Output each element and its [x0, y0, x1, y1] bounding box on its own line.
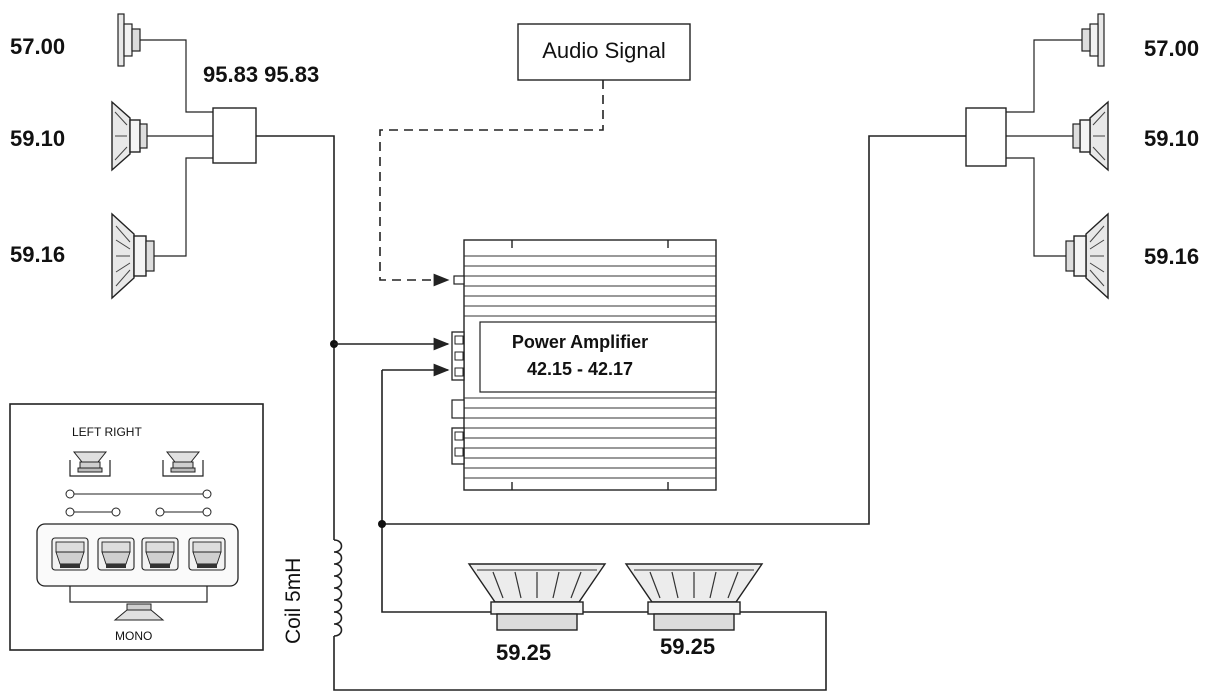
audio-signal-line	[379, 80, 604, 287]
right-midrange-speaker	[1072, 101, 1109, 171]
right-midrange-value: 59.10	[1144, 126, 1199, 151]
left-woofer	[111, 213, 155, 299]
amplifier-title: Power Amplifier	[512, 332, 648, 352]
amplifier-range: 42.15 - 42.17	[527, 359, 633, 379]
inset-mono-speaker	[113, 603, 165, 621]
right-crossover-box	[965, 107, 1007, 167]
top-pair-values: 95.83 95.83	[203, 62, 319, 87]
inset-mono-label: MONO	[115, 629, 152, 643]
subwoofer-left	[468, 563, 606, 631]
coil-label: Coil 5mH	[282, 558, 305, 644]
left-midrange-value: 59.10	[10, 126, 65, 151]
right-woofer	[1065, 213, 1109, 299]
audio-signal-box	[517, 23, 691, 81]
left-speaker-cluster	[111, 13, 335, 540]
right-speaker-cluster	[382, 13, 1109, 525]
left-woofer-value: 59.16	[10, 242, 65, 267]
right-tweeter	[1081, 13, 1105, 67]
amplifier-fuse	[451, 399, 465, 419]
amplifier-signal-input	[453, 275, 465, 285]
amplifier-heatsink-fins	[464, 255, 716, 479]
left-midrange-speaker	[111, 101, 148, 171]
left-crossover-box	[212, 107, 257, 164]
power-amplifier	[451, 239, 717, 491]
subwoofer-right-value: 59.25	[660, 634, 715, 659]
right-junction-dot	[378, 520, 386, 528]
coil-inductor	[333, 539, 827, 691]
inset-mono-diagram	[9, 403, 264, 651]
amplifier-label-panel	[479, 321, 717, 393]
audio-signal-label: Audio Signal	[542, 38, 666, 63]
inset-left-right-label: LEFT RIGHT	[72, 425, 142, 439]
subwoofer-right	[625, 563, 763, 631]
subwoofer-left-value: 59.25	[496, 640, 551, 665]
right-tweeter-value: 57.00	[1144, 36, 1199, 61]
left-tweeter-value: 57.00	[10, 34, 65, 59]
right-woofer-value: 59.16	[1144, 244, 1199, 269]
left-tweeter	[117, 13, 141, 67]
